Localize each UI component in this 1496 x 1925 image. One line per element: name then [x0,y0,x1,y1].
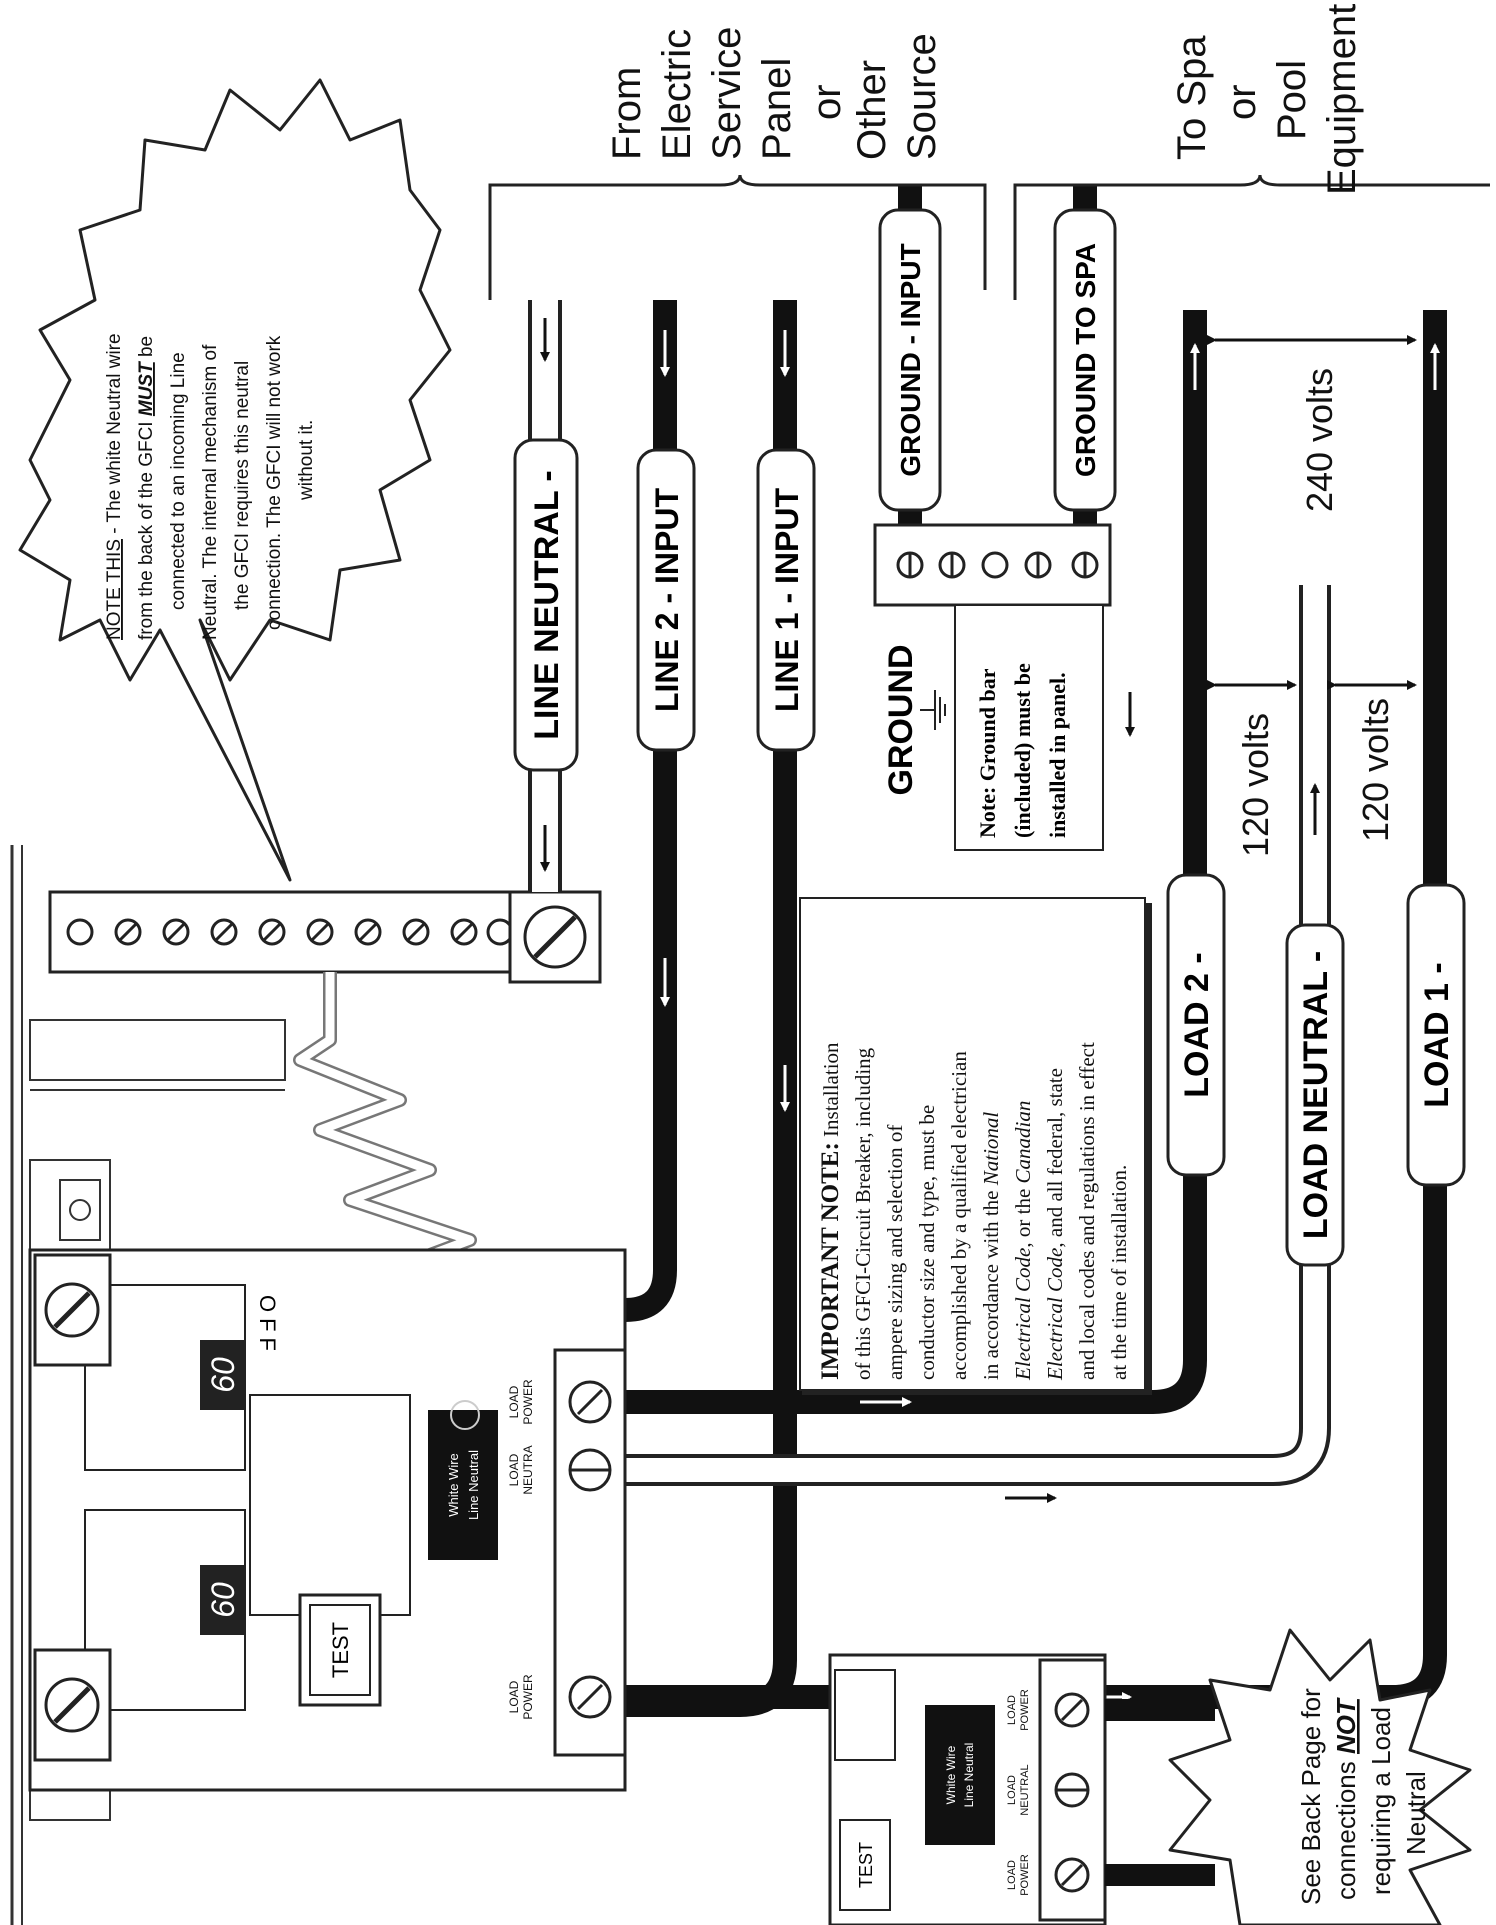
label-line-1: LINE 1 - INPUT [756,448,816,752]
svg-text:connections NOT: connections NOT [1331,1697,1361,1900]
svg-text:connected to an incoming Line: connected to an incoming Line [168,352,189,610]
rating-top: 60 [205,1357,241,1393]
svg-text:without it.: without it. [296,420,317,501]
source-panel: Panel [755,58,799,160]
rating-bottom: 60 [205,1582,241,1618]
label-line-neutral: LINE NEUTRAL - [513,438,579,772]
label-load-1: LOAD 1 - [1406,883,1466,1187]
voltage-240: 240 volts [1299,368,1340,512]
neutral-bus-bar [48,890,602,984]
svg-text:Line Neutral: Line Neutral [962,1743,976,1808]
inset-breaker: TEST White Wire Line Neutral LOAD POWER … [828,1653,1215,1925]
note-this-callout: NOTE THIS - The white Neutral wire from … [18,78,452,882]
svg-text:LOAD: LOAD [1006,1695,1018,1725]
svg-text:LOAD 1 -: LOAD 1 - [1418,962,1456,1107]
svg-text:White Wire: White Wire [446,1453,461,1517]
svg-text:LINE NEUTRAL -: LINE NEUTRAL - [528,470,566,739]
source-or: or [805,84,849,120]
svg-text:POWER: POWER [1019,1689,1031,1731]
off-label: OFF [255,1295,280,1357]
svg-text:TEST: TEST [328,1622,353,1678]
voltage-120-bottom: 120 volts [1355,698,1396,842]
ground-note: Note: Ground bar (included) must be inst… [954,604,1104,851]
svg-text:the GFCI requires this neutral: the GFCI requires this neutral [232,361,253,610]
label-line-2: LINE 2 - INPUT [636,448,696,752]
dest-to-spa: To Spa [1170,35,1214,160]
svg-text:ampere sizing and selection of: ampere sizing and selection of [883,1125,907,1380]
dest-pool: Pool [1270,60,1314,140]
svg-text:accomplished by a qualified el: accomplished by a qualified electrician [947,1051,971,1380]
svg-text:conductor size and type, must: conductor size and type, must be [915,1105,939,1380]
dest-or: or [1220,84,1264,120]
source-from: From [605,67,649,160]
wire-load-neutral [620,585,1331,1486]
svg-text:LOAD NEUTRAL -: LOAD NEUTRAL - [1297,951,1335,1239]
svg-text:and local codes and regulation: and local codes and regulations in effec… [1075,1042,1099,1380]
svg-text:Electrical Code, or the Canadi: Electrical Code, or the Canadian [1011,1101,1035,1381]
svg-text:NEUTRAL: NEUTRAL [1019,1764,1031,1815]
svg-text:POWER: POWER [521,1674,535,1720]
wire-load-2 [620,310,1207,1414]
label-ground-to-spa: GROUND TO SPA [1053,208,1117,512]
ground-label: GROUND [882,644,920,795]
important-note-box: IMPORTANT NOTE: Installation of this GFC… [799,897,1152,1395]
dest-equipment: Equipment [1320,4,1364,195]
source-brackets [488,174,1490,300]
svg-text:connection. The GFCI will not: connection. The GFCI will not work [264,335,285,630]
voltage-120-top: 120 volts [1235,713,1276,857]
svg-text:requiring a Load: requiring a Load [1366,1707,1396,1895]
source-source: Source [900,33,944,160]
svg-text:installed in panel.: installed in panel. [1045,672,1070,838]
see-back-callout: See Back Page for connections NOT requir… [1168,1628,1472,1925]
svg-text:POWER: POWER [1019,1854,1031,1896]
svg-text:LINE 2 - INPUT: LINE 2 - INPUT [649,488,685,712]
bus-screws [66,918,514,946]
svg-text:LOAD: LOAD [507,1453,521,1486]
svg-text:White Wire: White Wire [944,1745,958,1804]
svg-text:Line Neutral: Line Neutral [466,1450,481,1520]
gfci-breaker: 60 60 ON OFF TEST White Wire Line Neutra… [28,1248,627,1792]
svg-text:GROUND - INPUT: GROUND - INPUT [895,243,926,476]
svg-text:LOAD: LOAD [507,1385,521,1418]
svg-text:at the time of installation.: at the time of installation. [1107,1165,1131,1380]
svg-text:NOTE THIS - The white Neutral: NOTE THIS - The white Neutral wire [104,333,125,640]
label-load-neutral: LOAD NEUTRAL - [1285,923,1345,1267]
svg-text:NEUTRA: NEUTRA [521,1445,535,1494]
svg-text:Note: Ground bar: Note: Ground bar [975,668,1000,838]
source-service: Service [705,27,749,160]
voltage-dimensions [1207,335,1417,690]
svg-text:LOAD 2 -: LOAD 2 - [1178,952,1216,1097]
svg-text:LINE 1 - INPUT: LINE 1 - INPUT [769,488,805,712]
svg-text:POWER: POWER [521,1379,535,1425]
source-other: Other [850,60,894,160]
svg-text:LOAD: LOAD [1006,1775,1018,1805]
svg-text:from the back of the GFCI MUS: from the back of the GFCI MUST be [136,336,157,640]
inset-sticker [925,1705,995,1845]
svg-text:LOAD: LOAD [1006,1860,1018,1890]
ground-symbol [920,690,946,730]
label-ground-input: GROUND - INPUT [878,208,942,512]
svg-text:LOAD: LOAD [507,1680,521,1713]
svg-text:(included) must be: (included) must be [1010,663,1035,838]
white-wire-sticker [428,1410,498,1560]
svg-text:TEST: TEST [856,1842,876,1888]
svg-text:Neutral: Neutral [1401,1771,1431,1855]
svg-text:in accordance with the Nationa: in accordance with the National [979,1112,1003,1380]
source-electric: Electric [655,29,699,160]
svg-text:Electrical Code, and all feder: Electrical Code, and all federal, state [1043,1068,1067,1381]
svg-text:Neutral. The internal mechani: Neutral. The internal mechanism of [200,344,221,640]
label-load-2: LOAD 2 - [1166,873,1226,1177]
svg-text:IMPORTANT NOTE: Installation: IMPORTANT NOTE: Installation [817,1042,844,1380]
svg-text:of this GFCI-Circuit Breaker,: of this GFCI-Circuit Breaker, including [851,1047,875,1380]
inset-test-button [839,1819,891,1911]
svg-text:See Back Page for: See Back Page for [1296,1688,1326,1905]
ground-bar [873,523,1112,607]
svg-text:GROUND TO SPA: GROUND TO SPA [1070,243,1101,477]
